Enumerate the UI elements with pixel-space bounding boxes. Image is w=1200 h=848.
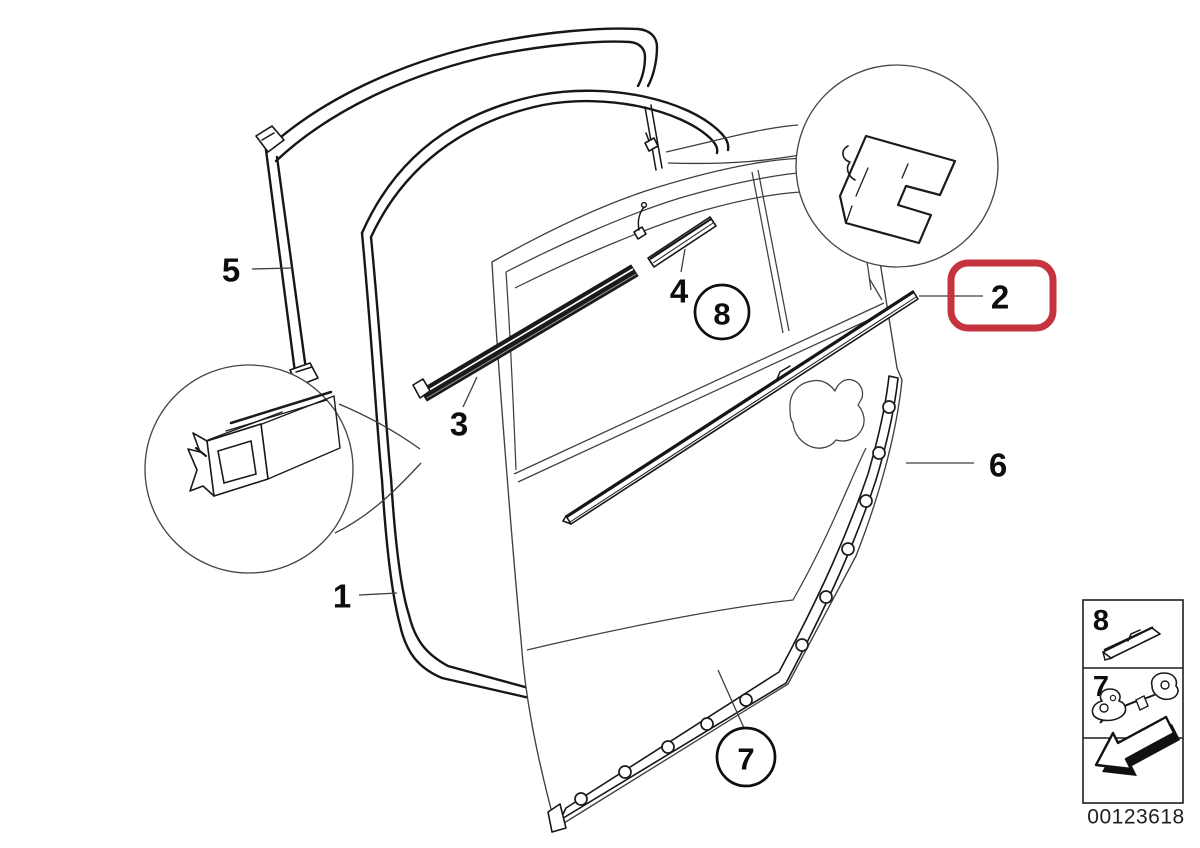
window-divider (751, 171, 784, 334)
belt-strip-inner-3 (412, 264, 639, 402)
door-outline (491, 157, 903, 829)
front-edge-inner (505, 271, 517, 471)
callout-5[interactable]: 5 (222, 252, 240, 289)
trim-end-cap (547, 803, 567, 833)
window-frame-inner2 (514, 191, 821, 289)
callout-2[interactable]: 2 (991, 279, 1009, 316)
detail-circle-left (144, 364, 422, 574)
legend-box: 8 7 (1082, 599, 1184, 804)
belt-strip-short-4 (633, 201, 717, 268)
callout-3[interactable]: 3 (450, 406, 468, 443)
highlight-box-part-2[interactable] (947, 259, 1057, 332)
part-number: 00123618 (1087, 806, 1184, 829)
legend-8-label: 8 (1093, 605, 1109, 637)
callout-balloon-7[interactable] (715, 726, 777, 788)
legend-item-8[interactable]: 8 (1093, 605, 1161, 661)
callout-4[interactable]: 4 (670, 273, 689, 310)
callout-6[interactable]: 6 (989, 447, 1007, 484)
callout-balloon-8[interactable] (693, 283, 751, 341)
callout-1[interactable]: 1 (333, 578, 351, 615)
trim-strip-clip-icon (1102, 626, 1161, 661)
callout-8-label: 8 (713, 297, 730, 332)
door-handle-recess (789, 378, 865, 449)
strip2-notch (776, 365, 791, 380)
belt-strip-outer-2 (561, 290, 919, 525)
direction-arrow-icon (1094, 715, 1180, 776)
door-panel (491, 157, 903, 829)
seal-corner-cap (255, 125, 285, 153)
callout-7-label: 7 (737, 742, 754, 777)
detail-circle-right (665, 64, 999, 268)
callouts: 5 1 3 4 6 8 7 2 (222, 248, 1057, 788)
door-check-strap-icon (1091, 672, 1179, 724)
trim-band (559, 375, 899, 821)
rail-end-clip-detail (644, 104, 663, 171)
window-guide-seal-5 (255, 27, 659, 387)
belt-line (513, 302, 885, 475)
strip3-end-cap (412, 378, 431, 399)
legend-item-7[interactable]: 7 (1091, 671, 1179, 724)
lower-character-line (526, 447, 867, 651)
edge-and-sill-trim-6-7 (547, 375, 899, 833)
